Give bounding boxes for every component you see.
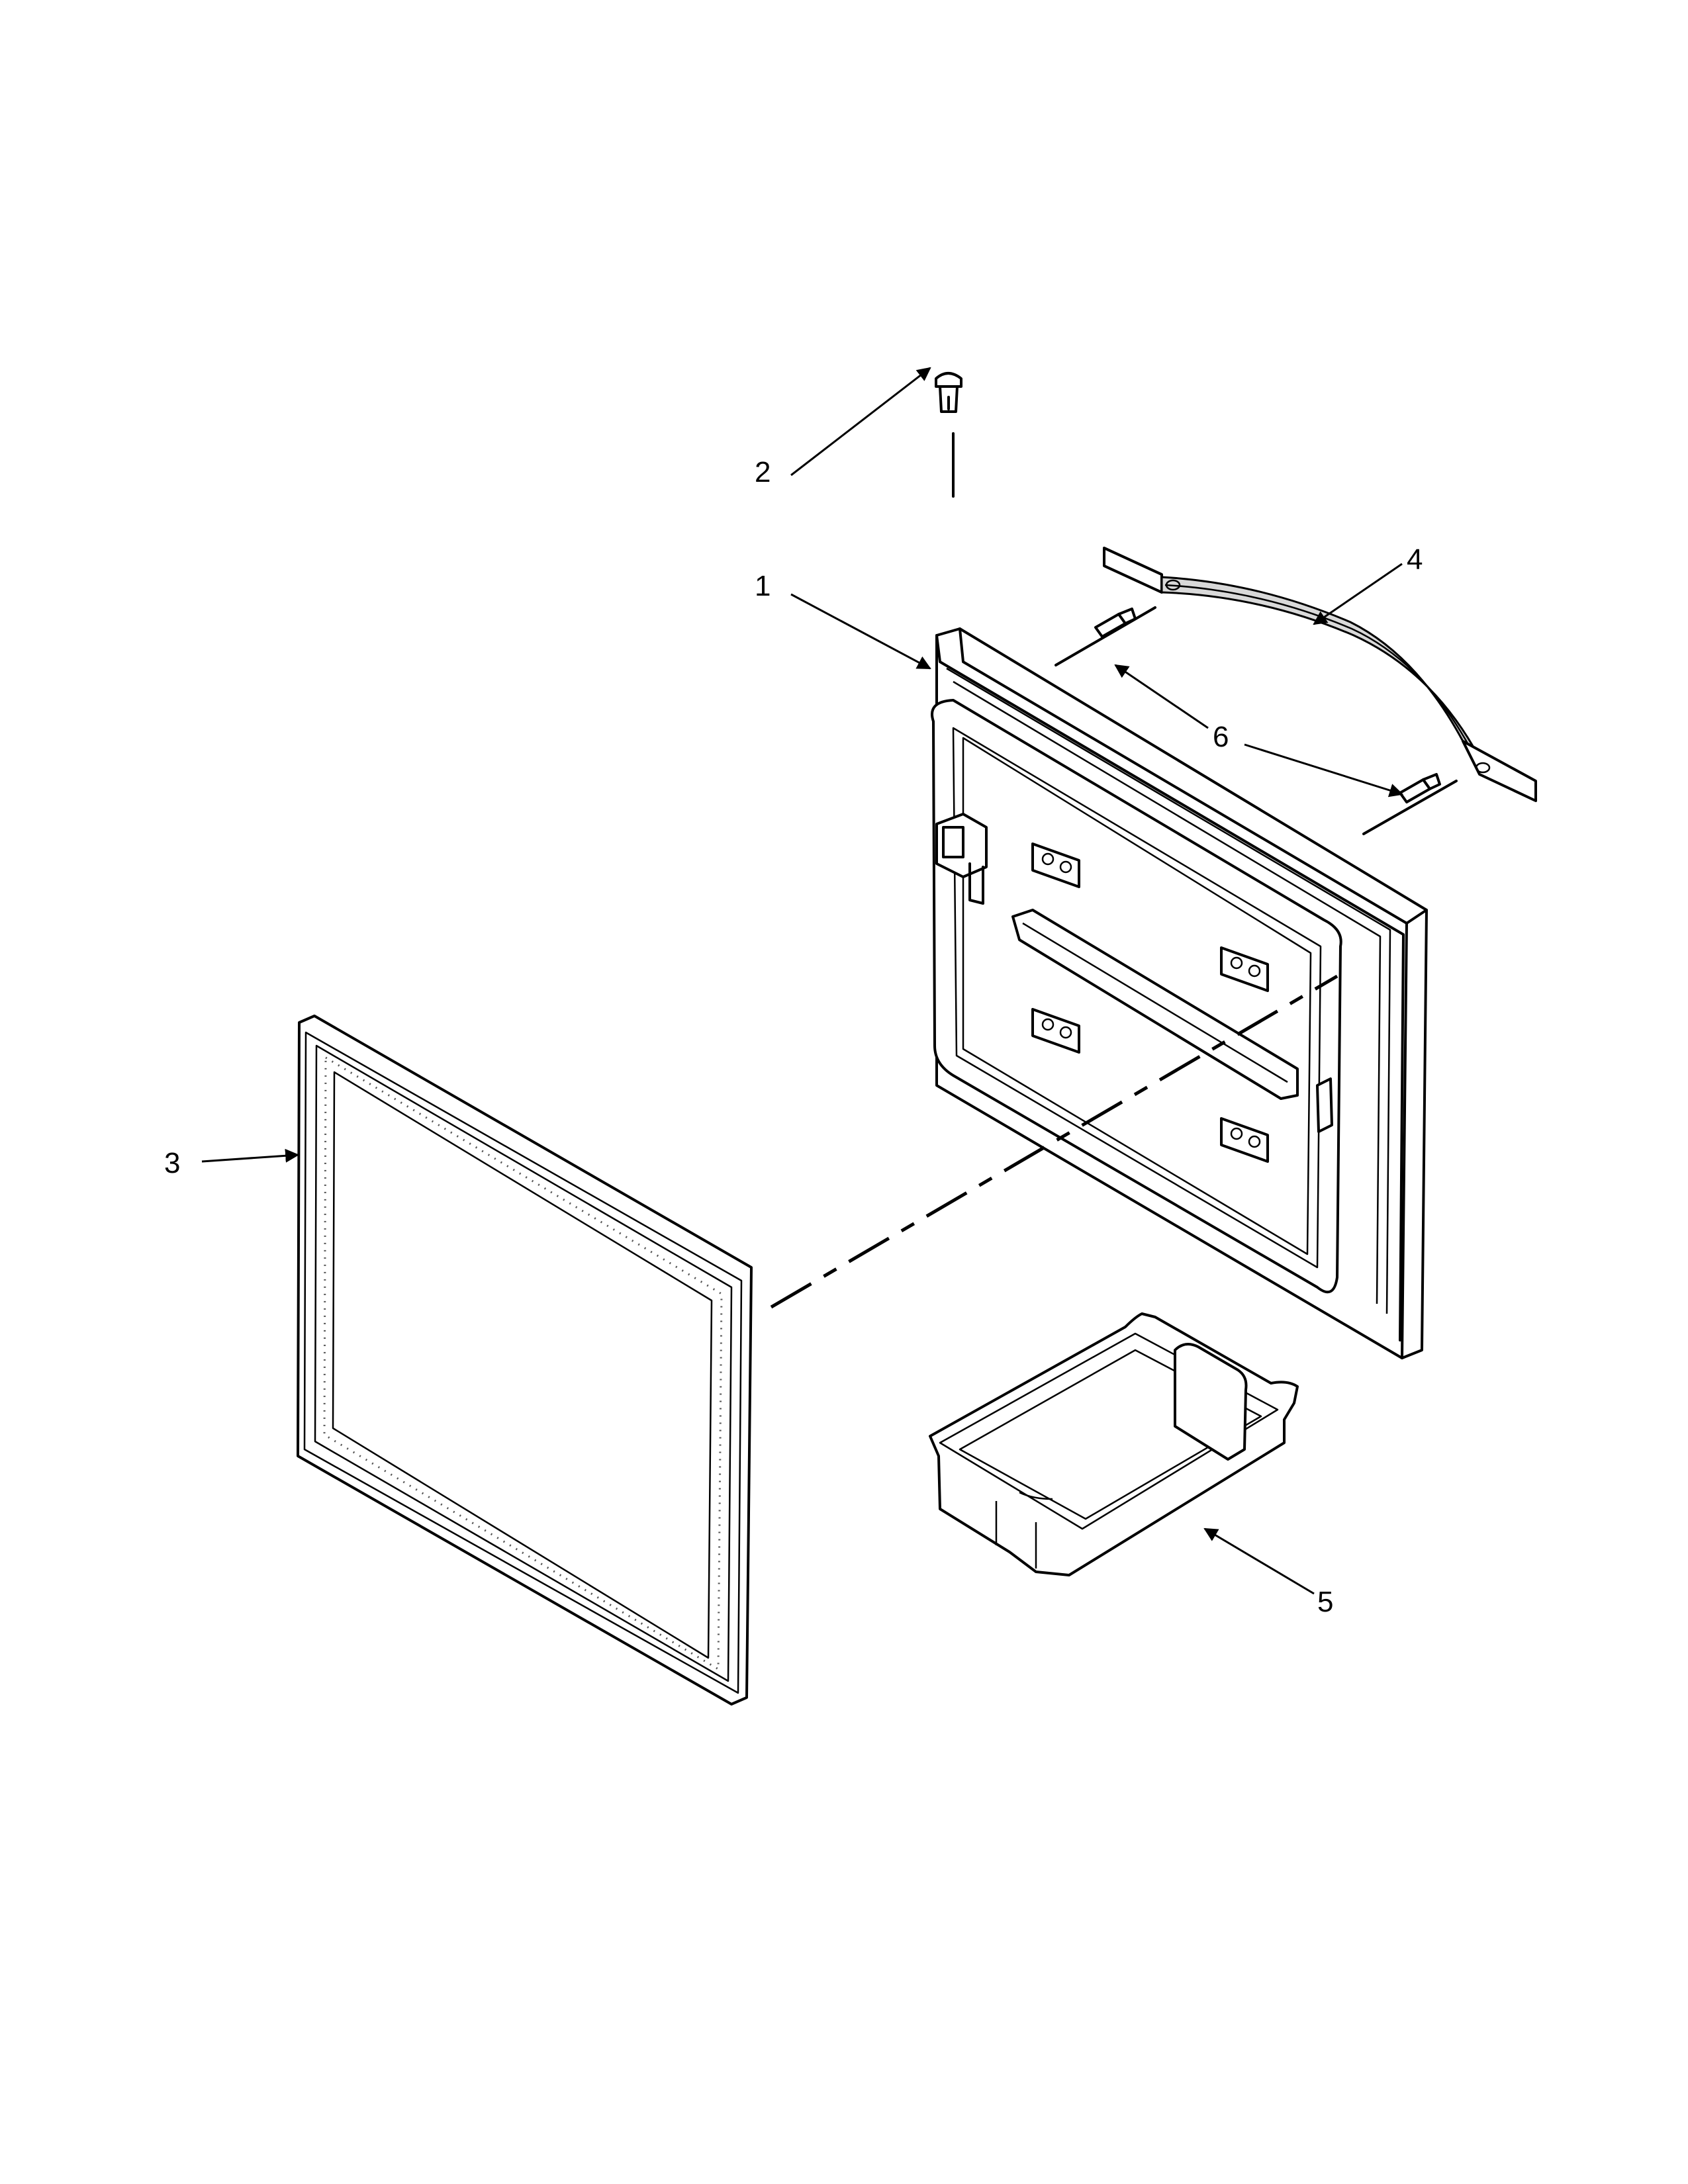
leader-lines (201, 367, 1404, 1595)
callout-2: 2 (755, 456, 771, 488)
callout-5: 5 (1317, 1586, 1333, 1618)
callout-6: 6 (1213, 721, 1229, 753)
callout-1: 1 (755, 570, 771, 602)
door-mount-plate (1031, 1008, 1080, 1054)
alignment-line (770, 974, 1338, 1309)
screw-part (1094, 608, 1441, 803)
gasket-part (297, 1015, 753, 1706)
plug-part (935, 372, 962, 498)
door-part (931, 627, 1428, 1359)
basket-part (929, 1312, 1299, 1576)
door-mount-plate (1220, 1117, 1269, 1163)
callout-4: 4 (1407, 543, 1423, 576)
door-mount-plate (1031, 842, 1080, 888)
callout-3: 3 (164, 1147, 180, 1179)
door-mount-plate (1220, 946, 1269, 992)
